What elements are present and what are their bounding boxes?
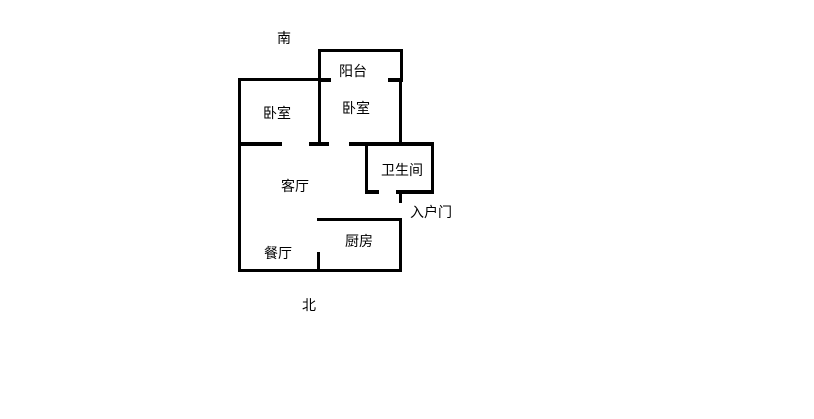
wall-left-outer [238,78,241,272]
label-dining-room: 餐厅 [264,246,292,262]
wall-entrance-jamb [399,193,402,203]
label-south: 南 [277,31,291,47]
label-bedroom-right: 卧室 [342,101,370,117]
label-north: 北 [302,298,316,314]
label-bedroom-left: 卧室 [263,106,291,122]
walls [238,49,434,272]
label-bathroom: 卫生间 [381,163,423,179]
wall-balcony-left [318,49,321,80]
wall-kitchen-right [399,218,402,272]
wall-kitchen-left [317,252,320,272]
label-entrance: 入户门 [410,205,452,221]
wall-bathroom-right [431,142,434,193]
wall-balcony-bottom-right [388,78,403,82]
wall-balcony-right [400,49,403,80]
label-balcony: 阳台 [339,64,367,80]
wall-balcony-top [318,49,403,52]
wall-top-left [238,78,321,81]
label-living-room: 客厅 [281,179,309,195]
wall-kitchen-top [317,218,402,221]
wall-bedrooms-bottom-2 [309,142,329,146]
wall-bottom [238,269,402,272]
wall-bathroom-left [365,145,368,193]
wall-bedroom-right [399,80,402,145]
wall-bedroom-divider [318,78,321,145]
wall-bedrooms-bottom-1 [238,142,282,146]
wall-balcony-bottom-left [318,78,331,82]
wall-bathroom-bottom-left [365,190,379,194]
label-kitchen: 厨房 [345,234,373,250]
wall-bedrooms-bottom-3 [349,142,434,146]
wall-bathroom-bottom-right [396,190,434,194]
